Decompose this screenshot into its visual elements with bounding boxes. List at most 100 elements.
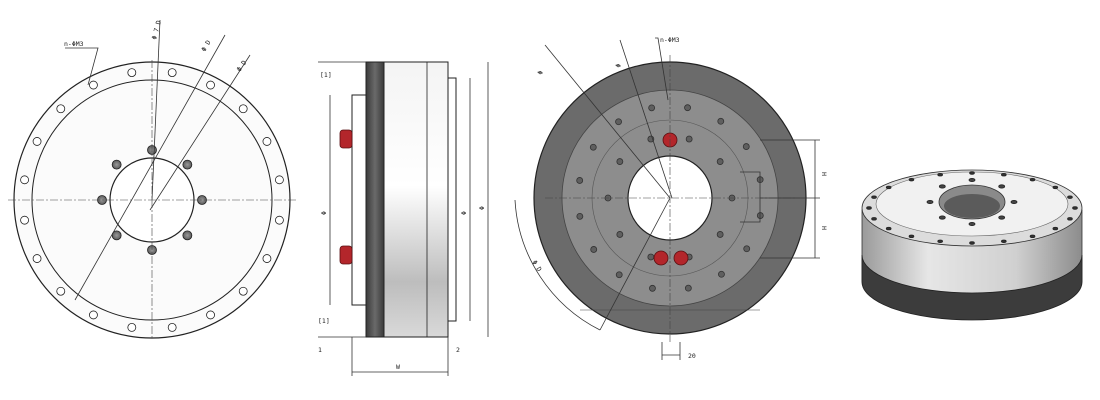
rear-arc-label: Φ D [530, 259, 543, 273]
outer-bolt-hole [167, 323, 177, 332]
outer-bolt-hole [127, 323, 137, 332]
hub-flange [351, 94, 367, 306]
outer-bolt-hole [89, 310, 98, 320]
front-hole-label: n-ΦM3 [64, 40, 84, 48]
pcd-leader-3 [151, 19, 161, 201]
rear-step-label: H [820, 172, 828, 176]
iso-bolt-hole [871, 195, 877, 199]
side-bottom-step-label: [1] [318, 317, 330, 325]
rear-outer-hole [743, 245, 751, 253]
side-width-label: W [396, 363, 400, 371]
iso-inner-hole [938, 215, 946, 220]
iso-bolt-hole [871, 217, 877, 221]
iso-bolt-hole [969, 171, 975, 175]
side-view: [1] [1] Φ Φ Φ 1 2 W [318, 61, 489, 376]
iso-bolt-hole [1067, 195, 1073, 199]
front-pcd-label-2: Φ D [200, 39, 213, 53]
outer-bolt-hole [238, 286, 248, 296]
rear-outer-hole [684, 104, 691, 112]
rear-left-pcd-label: Φ [536, 70, 545, 76]
outer-bolt-hole [262, 137, 272, 146]
outer-bolt-hole [206, 310, 215, 320]
outer-bolt-hole [56, 286, 66, 296]
iso-bolt-hole [1067, 217, 1073, 221]
side-outer-label: Φ [478, 206, 486, 210]
iso-dark-band [861, 254, 1083, 321]
iso-inner-hole [968, 221, 976, 227]
rear-step-label-2: H [820, 226, 828, 230]
iso-bolt-hole [937, 172, 943, 177]
front-pcd-label-1: Φ 7 D [150, 19, 163, 40]
rear-outer-bolt-holes [576, 104, 764, 292]
rear-arc-dim [514, 199, 601, 331]
rear-inner-hole [616, 158, 624, 165]
side-bore-label: Φ [320, 211, 328, 215]
outer-bolt-hole [167, 68, 177, 77]
iso-bolt-hole [969, 241, 975, 245]
rear-left-pcd2-label: Φ [614, 63, 623, 69]
outer-bolt-hole [127, 68, 137, 77]
rear-red-port-bl [653, 250, 669, 266]
side-top-step-label: [1] [320, 71, 332, 79]
outer-bolt-hole [20, 175, 29, 185]
rear-slot-label: 20 [688, 352, 696, 360]
pcd-leader-1 [74, 34, 226, 301]
rear-keyway [740, 171, 761, 223]
rear-inner-hole [716, 158, 724, 165]
rear-inner-hole [647, 253, 655, 261]
rear-red-port-br [673, 250, 689, 266]
iso-inner-hole [938, 184, 946, 189]
outer-bolt-hole [275, 215, 284, 225]
outer-bolt-hole [32, 254, 42, 263]
rear-outer-hole [684, 284, 692, 292]
iso-bolt-hole [1029, 177, 1036, 182]
outer-bolt-hole [206, 80, 215, 90]
iso-inner-hole [1010, 199, 1018, 205]
rear-outer-hole [576, 212, 584, 220]
rear-outer-hole [648, 104, 656, 112]
front-view: n-ΦM3 Φ 7 D Φ D Φ D [8, 19, 298, 340]
iso-bolt-holes [866, 171, 1078, 245]
iso-bore-shadow [944, 194, 1000, 218]
rear-outer-hole [615, 118, 622, 126]
iso-inner-bolt-holes [926, 177, 1018, 227]
iso-inner-hole [998, 184, 1006, 189]
rear-inner-hole [616, 231, 624, 238]
iso-inner-hole [998, 215, 1006, 220]
iso-bolt-hole [937, 239, 943, 244]
inner-bolt-hole [182, 159, 193, 170]
outer-bolt-holes [20, 68, 284, 332]
iso-bolt-hole [908, 177, 915, 182]
rear-inner-hole [685, 135, 693, 143]
iso-bolt-hole [1001, 172, 1007, 177]
red-plug-top [339, 129, 353, 149]
rear-outer-hole [590, 246, 598, 253]
iso-bolt-hole [1029, 234, 1036, 239]
iso-bolt-hole [1052, 226, 1059, 231]
hole-leader [65, 47, 99, 86]
isometric-view [861, 169, 1083, 321]
pcd-leader-2 [149, 54, 251, 211]
inner-bolt-hole [111, 230, 122, 241]
rear-pcd-leader-2 [619, 39, 673, 199]
side-inner-label: Φ [460, 211, 468, 215]
iso-inner-hole [968, 177, 976, 183]
outer-bolt-hole [20, 215, 29, 225]
outer-bolt-hole [56, 104, 66, 114]
inner-bolt-hole [111, 159, 122, 170]
rear-lip [447, 77, 457, 322]
rear-pcd-leader-1 [544, 44, 671, 199]
side-right-gap-label: 2 [456, 346, 460, 354]
rear-outer-hole [742, 143, 750, 150]
outer-bolt-hole [32, 137, 42, 146]
bearing-body [383, 61, 449, 338]
rear-outer-hole [576, 177, 584, 184]
rear-outer-hole [718, 270, 725, 278]
red-plug-bottom [339, 245, 353, 265]
side-left-gap-label: 1 [318, 346, 322, 354]
rear-outer-hole [615, 271, 623, 279]
iso-bolt-hole [1001, 239, 1007, 244]
iso-bolt-hole [908, 234, 915, 239]
iso-inner-hole [926, 199, 934, 205]
outer-bolt-hole [262, 254, 272, 263]
